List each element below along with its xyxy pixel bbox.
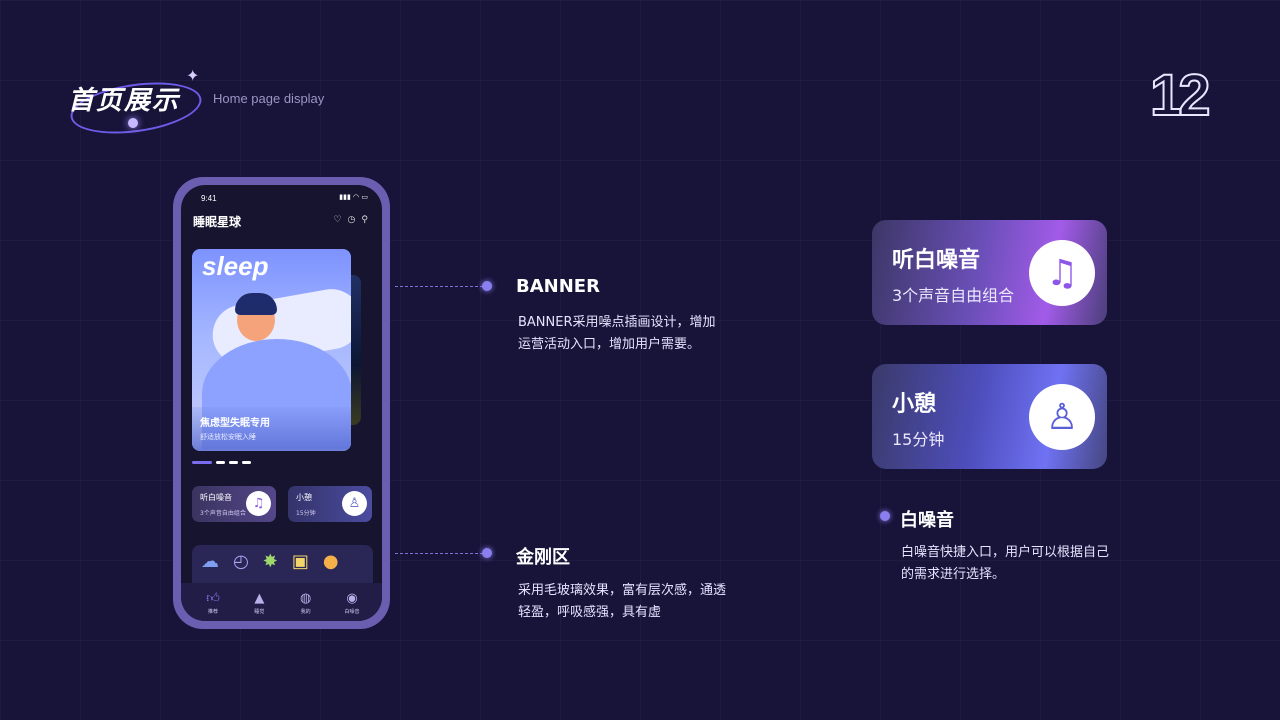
- tab-bar: [181, 583, 382, 621]
- phone-mockup: 9:41 ▮▮▮ ◠ ▭ 睡眠星球 ♡ ◷ ⚲ sleep 焦虑型失眠专用 舒适…: [173, 177, 390, 629]
- tab-mine[interactable]: ◍ 我的: [288, 591, 324, 615]
- tab-list: 👍︎ 推荐 ▲ 睡觉 ◍ 我的 ◉ 白噪音: [195, 591, 370, 615]
- white-noise-card-large[interactable]: 听白噪音 3个声音自由组合 ♫: [872, 220, 1107, 325]
- kingkong-callout-desc: 采用毛玻璃效果，富有层次感，通透轻盈，呼吸感强，具有虚: [518, 583, 727, 620]
- card-title: 小憩: [892, 392, 937, 417]
- top-actions: ♡ ◷ ⚲: [333, 215, 368, 225]
- callout-line: [395, 286, 483, 287]
- tab-label: 我的: [300, 609, 311, 615]
- radio-icon[interactable]: ▣: [291, 551, 309, 572]
- card-subtitle: 3个声音自由组合: [892, 286, 1015, 305]
- page-title: 首页展示: [68, 86, 181, 116]
- phone-screen: 9:41 ▮▮▮ ◠ ▭ 睡眠星球 ♡ ◷ ⚲ sleep 焦虑型失眠专用 舒适…: [181, 185, 382, 621]
- white-noise-callout-desc: 白噪音快捷入口，用户可以根据自己的需求进行选择。: [901, 545, 1110, 582]
- clock-icon[interactable]: ◷: [347, 215, 356, 225]
- kingkong-callout-title: 金刚区: [516, 547, 570, 568]
- tab-label: 睡觉: [254, 609, 265, 615]
- heart-icon[interactable]: ♡: [333, 215, 342, 225]
- banner-caption-bg: [192, 407, 351, 451]
- search-icon[interactable]: ⚲: [361, 215, 368, 225]
- chat-bubble-icon[interactable]: ●: [322, 551, 339, 572]
- status-bar-icons: ▮▮▮ ◠ ▭: [339, 193, 368, 201]
- disc-icon: ◉: [346, 591, 358, 606]
- sleeper-hair-illustration: [235, 293, 277, 315]
- kingkong-icons: ☁ ◴ ✸ ▣ ●: [201, 551, 339, 572]
- page-number: 12: [1149, 62, 1211, 129]
- banner[interactable]: sleep 焦虑型失眠专用 舒适放松安眠入睡: [192, 249, 351, 451]
- callout-node: [482, 281, 492, 291]
- star-icon[interactable]: ✸: [262, 551, 278, 572]
- logo-dot: [128, 118, 138, 128]
- thumb-up-icon: 👍︎: [206, 591, 220, 606]
- card-subtitle: 3个声音自由组合: [200, 510, 246, 517]
- callout-node: [482, 548, 492, 558]
- carousel-dots: [192, 461, 251, 464]
- white-noise-card[interactable]: 听白噪音 3个声音自由组合 ♫: [192, 486, 276, 522]
- app-title: 睡眠星球: [193, 215, 242, 229]
- card-title: 小憩: [296, 493, 312, 502]
- banner-subtext: 舒适放松安眠入睡: [200, 433, 256, 441]
- white-noise-callout-title: 白噪音: [900, 510, 954, 531]
- banner-callout-desc: BANNER采用噪点插画设计，增加运营活动入口，增加用户需要。: [518, 315, 716, 352]
- callout-line: [395, 553, 483, 554]
- seat-icon: ♙: [342, 491, 367, 516]
- carousel-dot[interactable]: [242, 461, 251, 464]
- card-subtitle: 15分钟: [296, 510, 316, 517]
- tab-label: 白噪音: [344, 609, 360, 615]
- tab-white-noise[interactable]: ◉ 白噪音: [334, 591, 370, 615]
- nap-card-large[interactable]: 小憩 15分钟 ♙: [872, 364, 1107, 469]
- carousel-dot[interactable]: [192, 461, 212, 464]
- music-note-icon: ♫: [1029, 240, 1095, 306]
- carousel-dot[interactable]: [229, 461, 238, 464]
- card-title: 听白噪音: [892, 248, 981, 273]
- status-time: 9:41: [201, 194, 217, 203]
- clock-icon[interactable]: ◴: [233, 551, 249, 572]
- card-title: 听白噪音: [200, 493, 232, 502]
- sparkle-icon: ✦: [186, 66, 200, 85]
- music-note-icon: ♫: [246, 491, 271, 516]
- page-subtitle: Home page display: [213, 91, 325, 106]
- banner-callout-title: BANNER: [516, 276, 600, 297]
- tab-label: 推荐: [207, 609, 218, 615]
- tab-recommend[interactable]: 👍︎ 推荐: [195, 591, 231, 615]
- banner-word: sleep: [202, 251, 269, 281]
- nap-card[interactable]: 小憩 15分钟 ♙: [288, 486, 372, 522]
- wizard-hat-icon: ▲: [254, 591, 265, 606]
- seat-icon: ♙: [1029, 384, 1095, 450]
- cloud-icon[interactable]: ☁: [201, 551, 219, 572]
- callout-node: [880, 511, 890, 521]
- tab-sleep[interactable]: ▲ 睡觉: [241, 591, 277, 615]
- carousel-dot[interactable]: [216, 461, 225, 464]
- card-subtitle: 15分钟: [892, 430, 945, 449]
- planet-icon: ◍: [299, 591, 312, 606]
- banner-headline: 焦虑型失眠专用: [200, 418, 270, 429]
